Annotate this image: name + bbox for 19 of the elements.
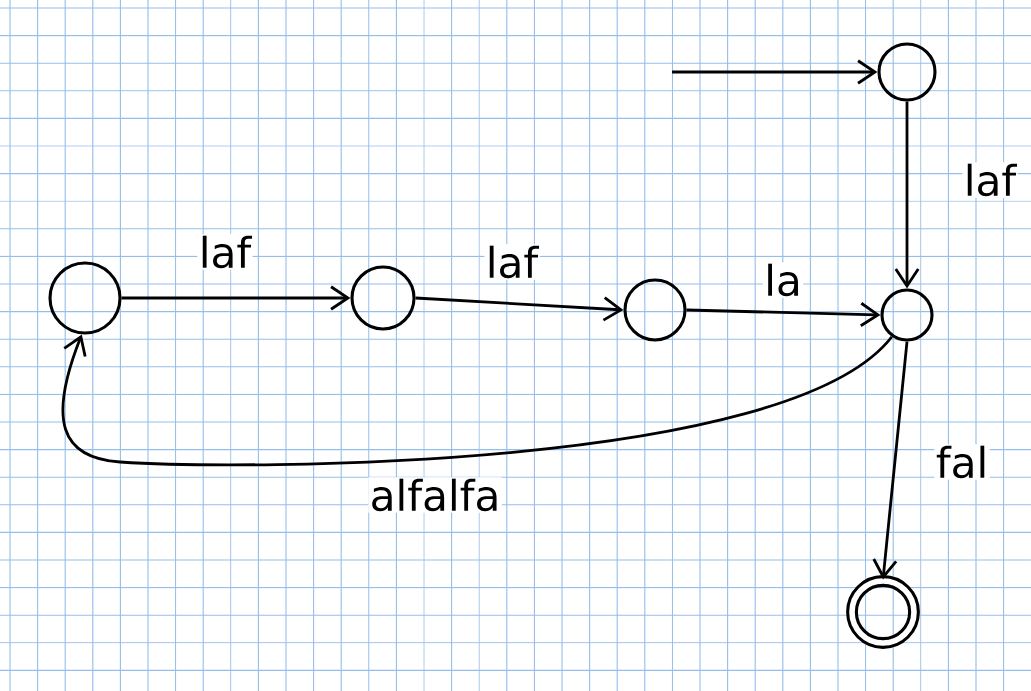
double-circle — [846, 575, 920, 649]
edge-label: alfalfa — [368, 477, 502, 513]
arrow — [61, 334, 893, 467]
arrow — [894, 101, 920, 289]
arrow — [686, 302, 881, 327]
edge-label: laf — [197, 234, 253, 270]
state-circle — [880, 288, 934, 342]
edge-label: la — [762, 262, 804, 298]
arrow — [872, 341, 909, 580]
edge-label: laf — [484, 244, 540, 280]
edge-label: laf — [962, 162, 1018, 198]
arrow — [121, 285, 351, 311]
state-circle — [623, 278, 687, 342]
arrow — [672, 59, 878, 85]
state-circle — [48, 261, 122, 335]
state-circle — [877, 42, 937, 102]
arrow — [415, 296, 624, 322]
edge-label: fal — [934, 444, 990, 480]
state-circle — [350, 265, 416, 331]
